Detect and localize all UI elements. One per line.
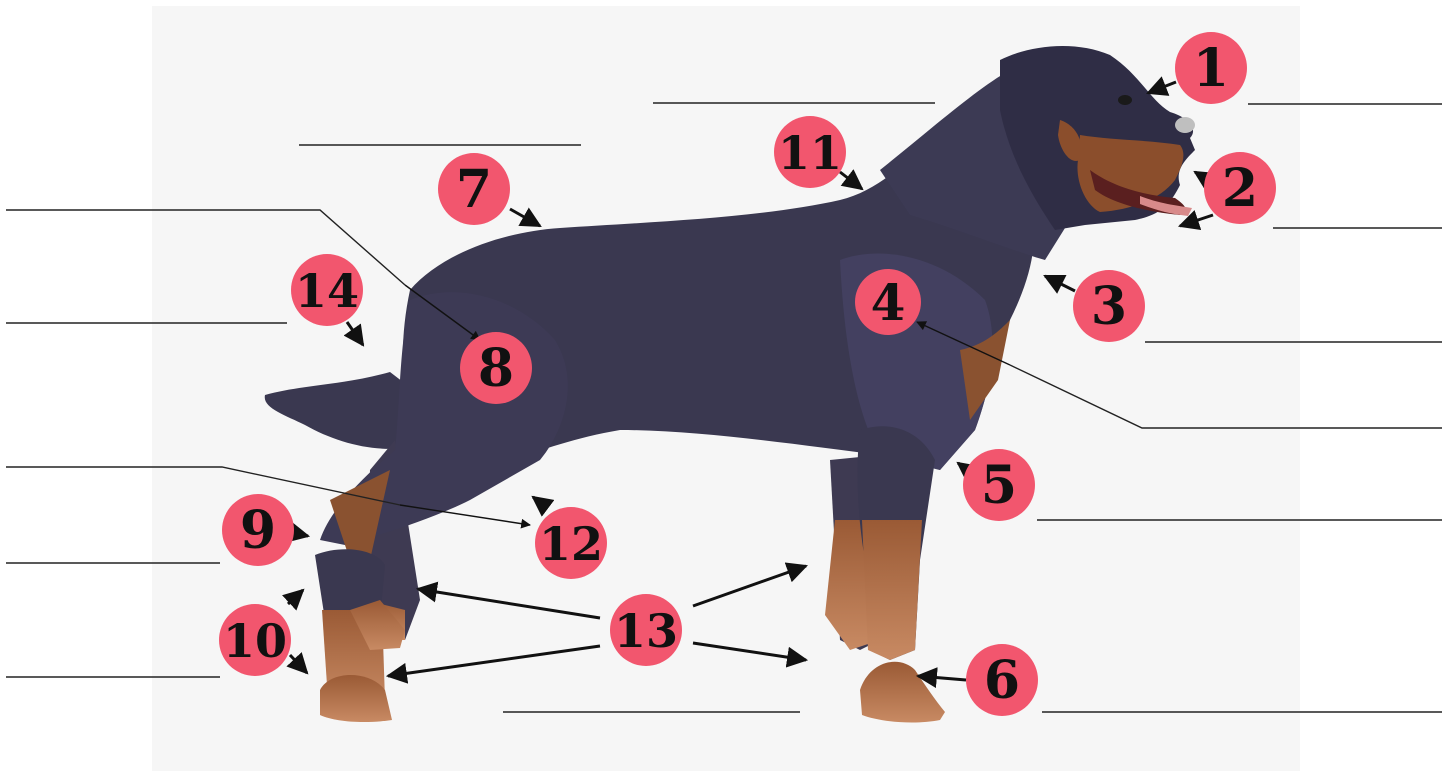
- svg-text:5: 5: [981, 455, 1017, 516]
- svg-text:10: 10: [223, 614, 287, 668]
- marker-10: 10: [219, 604, 291, 676]
- arrow-13d: [693, 643, 806, 660]
- marker-12: 12: [535, 507, 607, 579]
- svg-text:2: 2: [1222, 158, 1258, 219]
- arrow-7: [510, 209, 540, 226]
- arrow-11: [840, 172, 862, 189]
- arrow-3: [1045, 276, 1075, 291]
- marker-4: 4: [855, 269, 921, 335]
- svg-text:1: 1: [1193, 38, 1229, 99]
- arrow-6: [918, 676, 966, 680]
- svg-text:12: 12: [539, 517, 603, 571]
- marker-7: 7: [438, 153, 510, 225]
- arrow-9: [294, 533, 308, 536]
- marker-8: 8: [460, 332, 532, 404]
- svg-text:13: 13: [614, 604, 678, 658]
- marker-3: 3: [1073, 270, 1145, 342]
- arrow-1: [1148, 82, 1176, 93]
- svg-text:9: 9: [240, 500, 276, 561]
- marker-9: 9: [222, 494, 294, 566]
- svg-text:3: 3: [1091, 276, 1127, 337]
- arrow-14: [347, 322, 363, 345]
- svg-text:4: 4: [871, 273, 906, 332]
- svg-text:8: 8: [478, 338, 514, 399]
- arrow-13b: [388, 646, 600, 676]
- marker-6: 6: [966, 644, 1038, 716]
- svg-text:11: 11: [778, 126, 842, 180]
- svg-text:14: 14: [295, 264, 359, 318]
- marker-14: 14: [291, 254, 363, 326]
- arrow-13a: [418, 589, 600, 618]
- marker-2: 2: [1204, 152, 1276, 224]
- dog-illustration: [265, 46, 1195, 723]
- marker-5: 5: [963, 449, 1035, 521]
- marker-13: 13: [610, 594, 682, 666]
- arrow-2b: [1180, 215, 1213, 226]
- marker-11: 11: [774, 116, 846, 188]
- svg-text:7: 7: [456, 159, 492, 220]
- arrow-10a: [288, 590, 303, 604]
- arrow-12: [533, 497, 545, 506]
- arrow-10b: [290, 655, 307, 673]
- arrow-13c: [693, 566, 806, 606]
- svg-text:6: 6: [984, 650, 1020, 711]
- answer-line-4[interactable]: [1010, 365, 1442, 428]
- marker-1: 1: [1175, 32, 1247, 104]
